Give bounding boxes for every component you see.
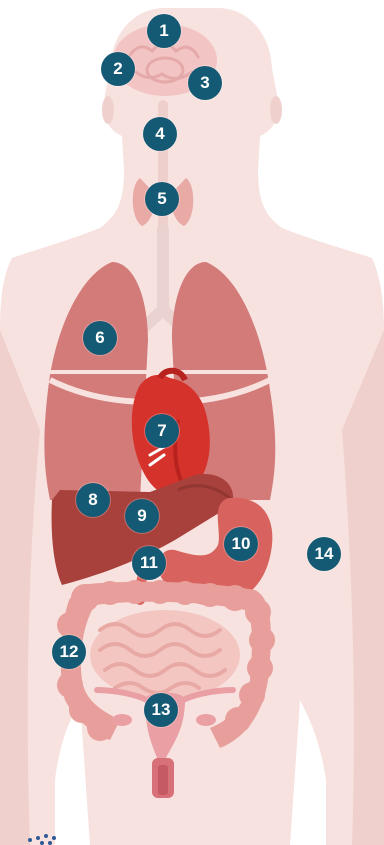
marker-3: 3 [188,66,222,100]
marker-1: 1 [147,14,181,48]
marker-13: 13 [144,693,178,727]
marker-9: 9 [125,499,159,533]
marker-2: 2 [101,52,135,86]
marker-6: 6 [83,321,117,355]
marker-5: 5 [145,182,179,216]
marker-4: 4 [143,117,177,151]
small-intestine [90,610,240,700]
marker-14: 14 [307,537,341,571]
marker-8: 8 [76,483,110,517]
marker-10: 10 [224,527,258,561]
marker-7: 7 [145,414,179,448]
marker-11: 11 [132,546,166,580]
marker-12: 12 [52,635,86,669]
